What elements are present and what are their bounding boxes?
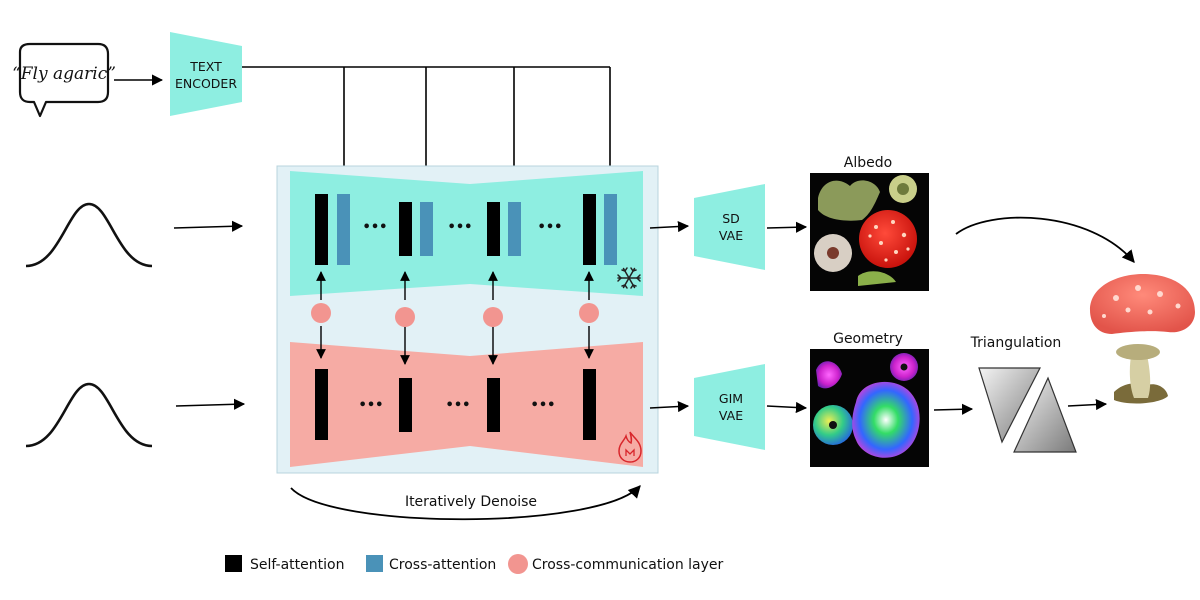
- ellipsis: •••: [446, 398, 471, 413]
- ellipsis: •••: [359, 398, 384, 413]
- legend-cross-attention-swatch: [366, 555, 383, 572]
- geometry-image: [810, 349, 929, 467]
- self-attention-block: [315, 194, 328, 265]
- gim-vae: GIM VAE: [694, 364, 765, 450]
- text-encoder-label-1: TEXT: [189, 59, 222, 74]
- legend-cross-attention-label: Cross-attention: [389, 557, 496, 573]
- triangulation-title: Triangulation: [970, 335, 1062, 351]
- albedo-unet: [290, 171, 643, 296]
- text-encoder-label-2: ENCODER: [175, 76, 237, 91]
- self-attention-block: [487, 202, 500, 256]
- text-conditioning-lines: [242, 66, 616, 184]
- albedo-image: [810, 173, 929, 291]
- self-attention-block: [399, 202, 412, 256]
- geometry-unet: [290, 342, 643, 467]
- ellipsis: •••: [531, 398, 556, 413]
- gim-vae-label-2: VAE: [719, 408, 743, 423]
- cross-communication-node: [579, 303, 599, 323]
- noise-arrow-top: [173, 220, 244, 232]
- cross-attention-block: [337, 194, 350, 265]
- gim-vae-label-1: GIM: [719, 391, 743, 406]
- prompt-text: “Fly agaric”: [12, 64, 116, 84]
- self-attention-block: [399, 378, 412, 432]
- arrow-to-sd-vae: [649, 220, 690, 233]
- noise-arrow-bottom: [175, 398, 246, 410]
- cross-communication-node: [311, 303, 331, 323]
- prompt-bubble: “Fly agaric”: [12, 42, 116, 118]
- legend: Self-attention Cross-attention Cross-com…: [225, 554, 724, 574]
- arrow-to-albedo: [766, 221, 808, 233]
- cross-attention-block: [604, 194, 617, 265]
- triangulation-icon: [978, 367, 1077, 453]
- ellipsis: •••: [363, 220, 388, 235]
- mushroom-render: [1090, 274, 1195, 404]
- text-encoder: TEXT ENCODER: [170, 32, 242, 116]
- cross-communication-links: [316, 271, 594, 365]
- legend-self-attention-swatch: [225, 555, 242, 572]
- top-blocks: [315, 194, 617, 265]
- sd-vae: SD VAE: [694, 184, 765, 270]
- self-attention-block: [583, 194, 596, 265]
- cross-communication-node: [395, 307, 415, 327]
- noise-curve-top: [25, 202, 153, 268]
- legend-cross-communication-swatch: [508, 554, 528, 574]
- fire-icon: [618, 431, 642, 463]
- bottom-blocks: [315, 369, 596, 440]
- arrow-to-gim-vae: [649, 400, 690, 413]
- denoise-loop-arrow: [290, 485, 641, 521]
- self-attention-block: [583, 369, 596, 440]
- ellipsis: •••: [448, 220, 473, 235]
- albedo-title: Albedo: [844, 155, 892, 171]
- self-attention-block: [315, 369, 328, 440]
- snowflake-icon: [617, 267, 641, 289]
- cross-attention-block: [508, 202, 521, 256]
- sd-vae-label-1: SD: [722, 211, 740, 226]
- ellipsis: •••: [538, 220, 563, 235]
- self-attention-block: [487, 378, 500, 432]
- noise-curve-bottom: [25, 382, 153, 448]
- arrow-to-triangulation: [933, 403, 974, 415]
- legend-cross-communication-label: Cross-communication layer: [532, 557, 724, 573]
- arrow-to-geometry: [766, 401, 808, 414]
- legend-self-attention-label: Self-attention: [250, 557, 344, 573]
- albedo-to-mesh-arrow: [955, 216, 1135, 263]
- arrow-to-mesh: [1067, 398, 1108, 411]
- denoise-label: Iteratively Denoise: [405, 494, 537, 510]
- sd-vae-label-2: VAE: [719, 228, 743, 243]
- cross-attention-block: [420, 202, 433, 256]
- cross-communication-node: [483, 307, 503, 327]
- geometry-title: Geometry: [833, 331, 903, 347]
